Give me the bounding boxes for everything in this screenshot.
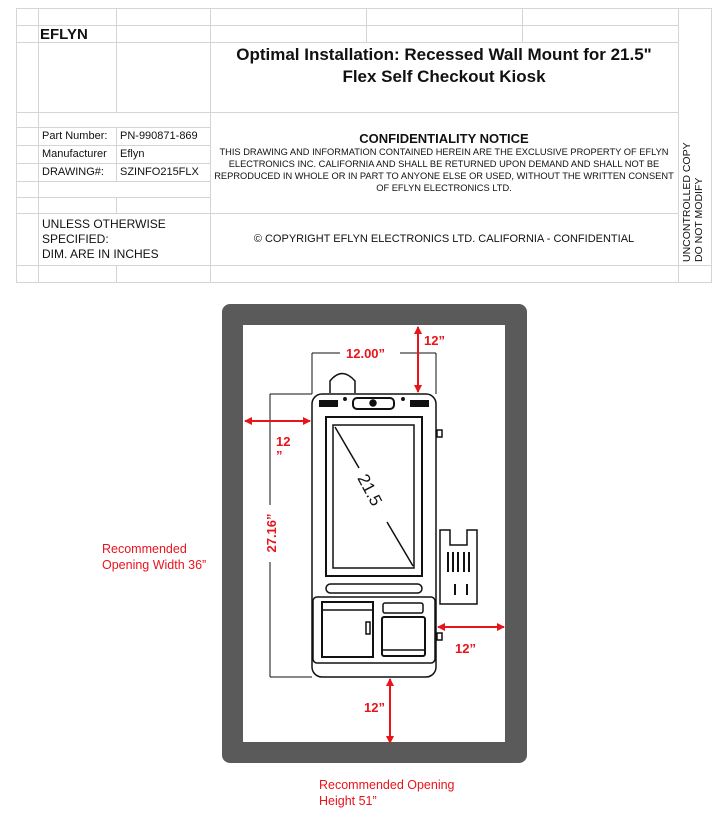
opening-height-line-2: Height 51” (319, 794, 377, 808)
right-clearance-label: 12” (455, 641, 476, 656)
opening-width-line-2: Opening Width 36” (102, 558, 207, 572)
scanner-bar (325, 583, 423, 594)
speaker-left (319, 400, 338, 407)
manufacturer-label: Manufacturer (42, 148, 107, 160)
camera-bar (352, 397, 395, 410)
opening-height-line-1: Recommended Opening (319, 778, 455, 792)
drawing-title: Optimal Installation: Recessed Wall Moun… (210, 44, 678, 88)
title-line-2: Flex Self Checkout Kiosk (342, 67, 546, 86)
part-number-label: Part Number: (42, 130, 108, 142)
bottom-clearance-label: 12” (364, 700, 385, 715)
card-reader (381, 616, 426, 657)
camera-dome (329, 372, 356, 393)
card-slot (382, 602, 424, 614)
printer (321, 601, 374, 658)
speaker-right (410, 400, 429, 407)
screen (332, 424, 415, 569)
screen-bezel (325, 416, 423, 577)
clearance-arrows (244, 326, 505, 744)
kiosk (311, 372, 478, 678)
brand-logo: EFLYN (40, 26, 88, 43)
units-note: UNLESS OTHERWISE SPECIFIED: DIM. ARE IN … (42, 217, 166, 262)
kiosk-body (311, 393, 437, 678)
title-line-1: Optimal Installation: Recessed Wall Moun… (236, 45, 652, 64)
units-note-line-1: UNLESS OTHERWISE (42, 217, 166, 231)
units-note-line-3: DIM. ARE IN INCHES (42, 247, 159, 261)
copyright-notice: © COPYRIGHT EFLYN ELECTRONICS LTD. CALIF… (253, 233, 635, 245)
confidentiality-body: THIS DRAWING AND INFORMATION CONTAINED H… (214, 147, 674, 193)
opening-width-note: Recommended Opening Width 36” (102, 541, 206, 573)
confidentiality-title: CONFIDENTIALITY NOTICE (359, 131, 529, 146)
top-clearance-label: 12” (424, 333, 445, 348)
drawing-number-label: DRAWING#: (42, 166, 104, 178)
drawing-number-value: SZINFO215FLX (120, 166, 199, 178)
left-clearance-quote: ” (276, 448, 283, 463)
opening-width-line-1: Recommended (102, 542, 187, 556)
manufacturer-value: Eflyn (120, 148, 145, 160)
width-dimension: 12.00” (346, 346, 386, 361)
opening-height-note: Recommended Opening Height 51” (319, 777, 455, 809)
units-note-line-2: SPECIFIED: (42, 232, 109, 246)
part-number-value: PN-990871-869 (120, 130, 198, 142)
height-dimension: 27.16” (264, 513, 279, 552)
left-clearance-label: 12 (276, 434, 291, 449)
lower-panel (312, 596, 436, 664)
